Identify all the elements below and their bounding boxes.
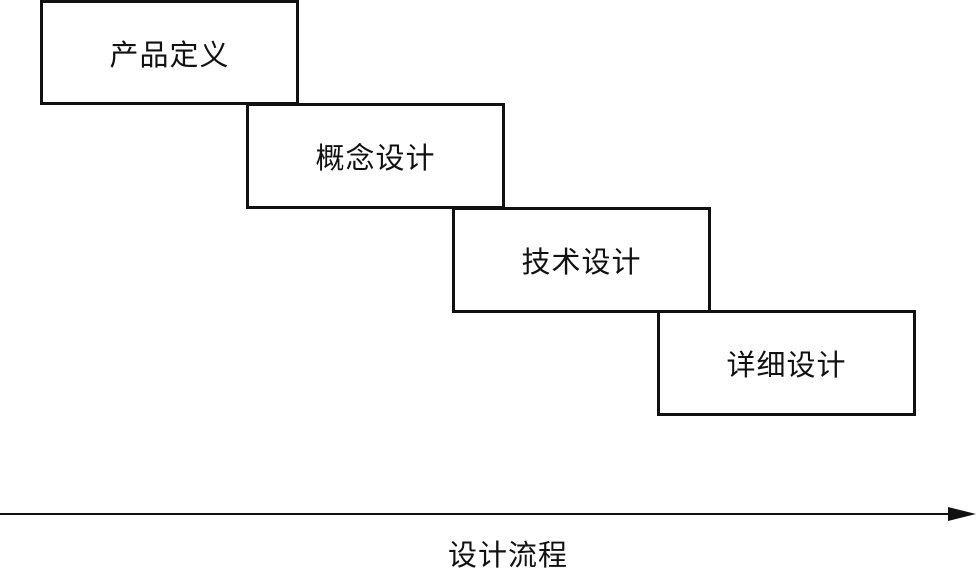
stage-product-definition: 产品定义 [40, 0, 299, 105]
stage-detailed-design: 详细设计 [657, 310, 916, 416]
stage-technical-design: 技术设计 [452, 207, 711, 313]
process-axis-label: 设计流程 [447, 538, 568, 572]
stage-label: 详细设计 [726, 348, 847, 382]
stage-label: 概念设计 [315, 141, 436, 175]
stage-label: 技术设计 [521, 245, 642, 279]
stage-concept-design: 概念设计 [246, 103, 505, 209]
stage-label: 产品定义 [109, 37, 230, 72]
arrow-right-icon [948, 507, 976, 521]
process-axis-line [0, 513, 962, 515]
